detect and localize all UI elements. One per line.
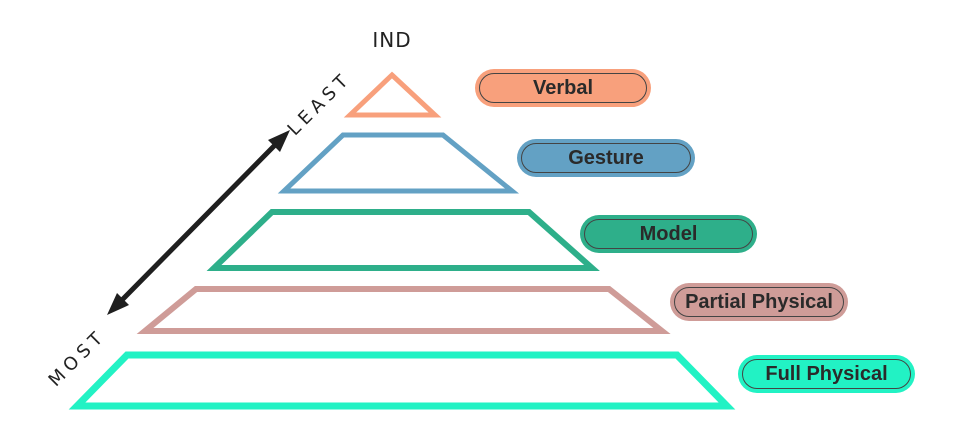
pill-model-label: Model: [639, 222, 698, 245]
level-partial-physical-shape: [136, 286, 671, 334]
pill-gesture-label: Gesture: [568, 146, 644, 169]
pill-model: Model: [580, 215, 757, 253]
level-verbal-shape: [343, 71, 442, 118]
pill-partial-physical-outline: [674, 287, 844, 317]
arrowhead-up-icon: [268, 130, 290, 152]
pill-gesture-outline: [521, 143, 691, 173]
arrowhead-down-icon: [107, 293, 129, 315]
pill-verbal: Verbal: [475, 69, 651, 107]
level-full-physical-shape: [68, 351, 736, 410]
pill-model-outline: [584, 219, 753, 249]
top-label-ind: IND: [372, 28, 412, 52]
pill-verbal-label: Verbal: [532, 76, 594, 99]
pill-full-physical-outline: [742, 359, 911, 389]
pill-full-physical: Full Physical: [738, 355, 915, 393]
level-gesture-shape: [277, 132, 520, 194]
pill-full-physical-label: Full Physical: [765, 362, 888, 385]
level-model-shape: [206, 209, 600, 271]
pill-verbal-outline: [479, 73, 647, 103]
least-most-arrow-shaft: [118, 141, 279, 304]
pill-partial-physical: Partial Physical: [670, 283, 848, 321]
pill-partial-physical-label: Partial Physical: [685, 290, 833, 313]
pill-gesture: Gesture: [517, 139, 695, 177]
